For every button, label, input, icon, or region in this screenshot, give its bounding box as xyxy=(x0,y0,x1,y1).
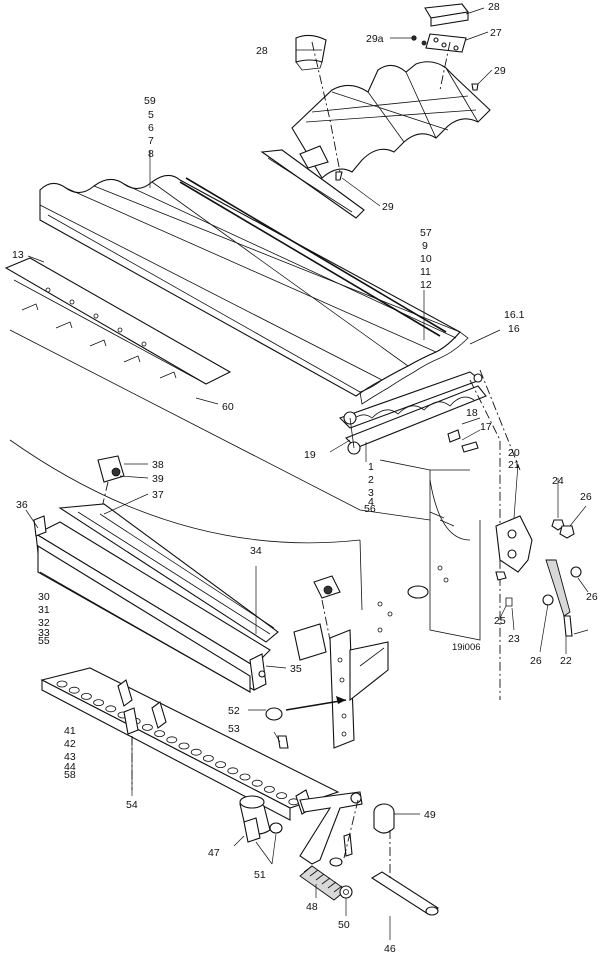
callout-17: 17 xyxy=(480,421,492,433)
callout-24: 24 xyxy=(552,475,564,487)
callout-22: 22 xyxy=(560,655,572,667)
rail-hole xyxy=(56,680,68,688)
rail-hole xyxy=(154,730,166,737)
rail-hole xyxy=(202,755,214,762)
callout-13: 13 xyxy=(12,249,24,261)
rail-hole xyxy=(105,705,117,713)
callout-31: 31 xyxy=(38,604,50,616)
callout-60: 60 xyxy=(222,401,234,413)
callout-7: 7 xyxy=(148,135,154,147)
callout-18: 18 xyxy=(466,407,478,419)
callout-55: 55 xyxy=(38,635,50,647)
callout-16-1: 16.1 xyxy=(504,309,525,321)
callout-43: 43 xyxy=(64,751,76,763)
callout-33: 33 xyxy=(38,627,50,639)
rail-hole xyxy=(239,773,251,781)
corrugated-upper-panel xyxy=(260,41,491,219)
callout-34: 34 xyxy=(250,545,262,557)
callout-52: 52 xyxy=(228,705,240,717)
callout-26: 26 xyxy=(580,491,592,503)
callout-46: 46 xyxy=(384,943,396,955)
side-wall xyxy=(9,439,481,641)
hinge-bracket-20 xyxy=(495,478,582,637)
callout-26: 26 xyxy=(586,591,598,603)
callout-27: 27 xyxy=(490,27,502,39)
callout-59: 59 xyxy=(144,95,156,107)
callout-25: 25 xyxy=(494,615,506,627)
callout-42: 42 xyxy=(64,738,76,750)
callout-53: 53 xyxy=(228,723,240,735)
top-bracket-assembly xyxy=(295,3,479,91)
callout-23: 23 xyxy=(508,633,520,645)
callout-41: 41 xyxy=(64,725,76,737)
callout-11: 11 xyxy=(420,266,431,278)
callout-44: 44 xyxy=(64,761,76,773)
callout-32: 32 xyxy=(38,617,50,629)
leader-lines xyxy=(25,7,589,940)
callout-2: 2 xyxy=(368,474,374,486)
callout-29a: 29a xyxy=(366,33,384,45)
step-rail-41 xyxy=(40,667,340,821)
handle-linkage xyxy=(239,791,440,916)
rail-hole xyxy=(81,693,92,700)
callout-56: 56 xyxy=(364,503,376,515)
callout-30: 30 xyxy=(38,591,50,603)
callout-57: 57 xyxy=(420,227,432,239)
callout-47: 47 xyxy=(208,847,220,859)
callout-58: 58 xyxy=(64,769,76,781)
storage-box-30 xyxy=(33,503,279,693)
rail-hole xyxy=(227,767,239,775)
callout-39: 39 xyxy=(152,473,164,485)
callout-28: 28 xyxy=(488,1,500,13)
figure-code: 19i006 xyxy=(452,642,481,653)
latch-bracket xyxy=(265,575,389,749)
callout-8: 8 xyxy=(148,148,154,160)
callout-labels: 28 28 27 29a 29 29 59 5 6 7 8 57 9 10 11… xyxy=(12,1,598,955)
callout-10: 10 xyxy=(420,253,432,265)
callout-51: 51 xyxy=(254,869,266,881)
callout-50: 50 xyxy=(338,919,350,931)
callout-6: 6 xyxy=(148,122,154,134)
rail-hole xyxy=(68,686,80,694)
callout-16: 16 xyxy=(508,323,520,335)
callout-20: 20 xyxy=(508,447,520,459)
rail-hole xyxy=(166,736,178,744)
callout-36: 36 xyxy=(16,499,28,511)
callout-3: 3 xyxy=(368,487,374,499)
rail-hole xyxy=(178,742,190,750)
callout-35: 35 xyxy=(290,663,302,675)
callout-19: 19 xyxy=(304,449,316,461)
callout-38: 38 xyxy=(152,459,164,471)
callout-54: 54 xyxy=(126,799,138,811)
rail-hole xyxy=(215,761,227,768)
callout-26: 26 xyxy=(530,655,542,667)
callout-28: 28 xyxy=(256,45,268,57)
callout-29: 29 xyxy=(382,201,394,213)
callout-5: 5 xyxy=(148,109,154,121)
corrugated-main-panel xyxy=(39,174,469,405)
callout-37: 37 xyxy=(152,489,164,501)
callout-4: 4 xyxy=(368,496,374,508)
callout-29: 29 xyxy=(494,65,506,77)
callout-48: 48 xyxy=(306,901,318,913)
rail-hole xyxy=(93,699,104,706)
lower-frame-16 xyxy=(338,369,521,700)
rail-hole xyxy=(141,724,153,731)
callout-12: 12 xyxy=(420,279,432,291)
side-rail-13 xyxy=(4,257,431,521)
rail-hole xyxy=(276,792,288,799)
callout-21: 21 xyxy=(508,459,520,471)
callout-9: 9 xyxy=(422,240,428,252)
rail-hole xyxy=(263,786,275,793)
rail-hole xyxy=(190,748,202,756)
callout-1: 1 xyxy=(368,461,374,473)
rail-hole xyxy=(251,779,263,787)
callout-49: 49 xyxy=(424,809,436,821)
